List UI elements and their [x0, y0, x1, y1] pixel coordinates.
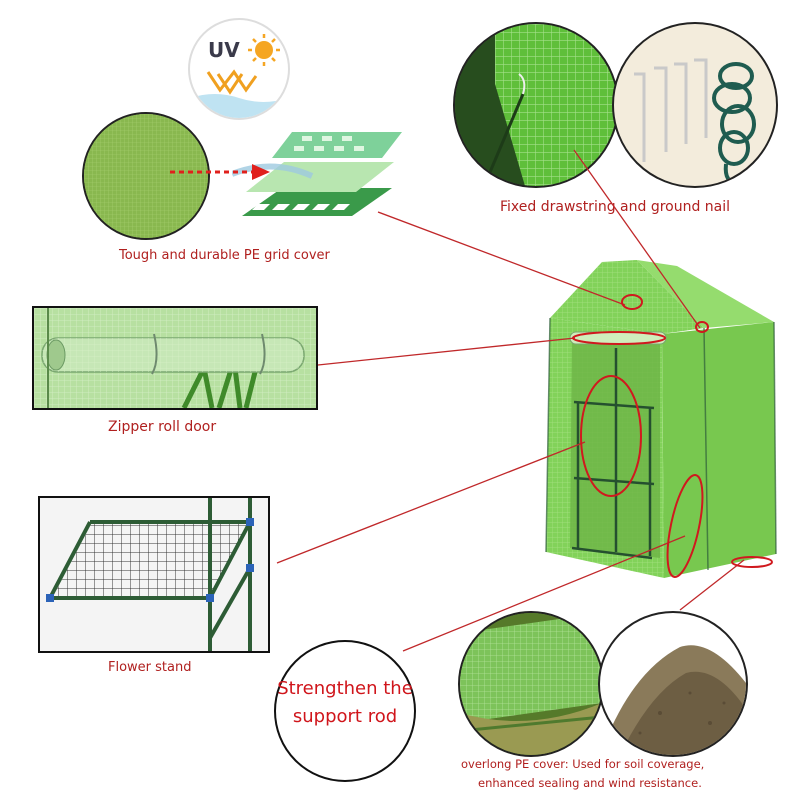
zipper-roll-door-closeup [32, 306, 318, 410]
support-rod-caption-line1: Strengthen the [277, 678, 413, 699]
pe-grid-closeup [82, 112, 210, 240]
flower-stand-caption: Flower stand [108, 660, 192, 675]
zipper-roll-door-caption: Zipper roll door [108, 419, 217, 435]
drawstring-nail-caption: Fixed drawstring and ground nail [500, 199, 731, 215]
uv-sun-icon [190, 34, 288, 118]
pe-cover-layers-illustration [232, 132, 402, 216]
overlong-cover-caption-line1: overlong PE cover: Used for soil coverag… [461, 757, 705, 771]
flower-stand-photo [40, 498, 268, 651]
cover-on-grass-photo [460, 613, 602, 755]
drawstring-photo [455, 24, 617, 186]
ground-nail-closeup [612, 22, 778, 188]
uv-label: UV [208, 38, 240, 62]
pe-cover-edge-closeup [458, 611, 604, 757]
greenhouse-main-photo [545, 260, 777, 578]
uv-protection-badge: UV [188, 18, 290, 120]
arrow-right-icon [170, 164, 270, 180]
ground-nail-icon [634, 58, 756, 185]
flower-stand-closeup [38, 496, 270, 653]
soil-pile-photo [600, 645, 746, 755]
rolled-door-photo [34, 308, 316, 408]
grid-texture-image [84, 114, 208, 238]
support-rod-callout [274, 640, 416, 782]
drawstring-closeup [453, 22, 619, 188]
soil-closeup [598, 611, 748, 757]
pe-grid-cover-caption: Tough and durable PE grid cover [119, 248, 330, 263]
overlong-cover-caption-line2: enhanced sealing and wind resistance. [478, 776, 702, 790]
support-rod-caption-line2: support rod [292, 706, 398, 727]
